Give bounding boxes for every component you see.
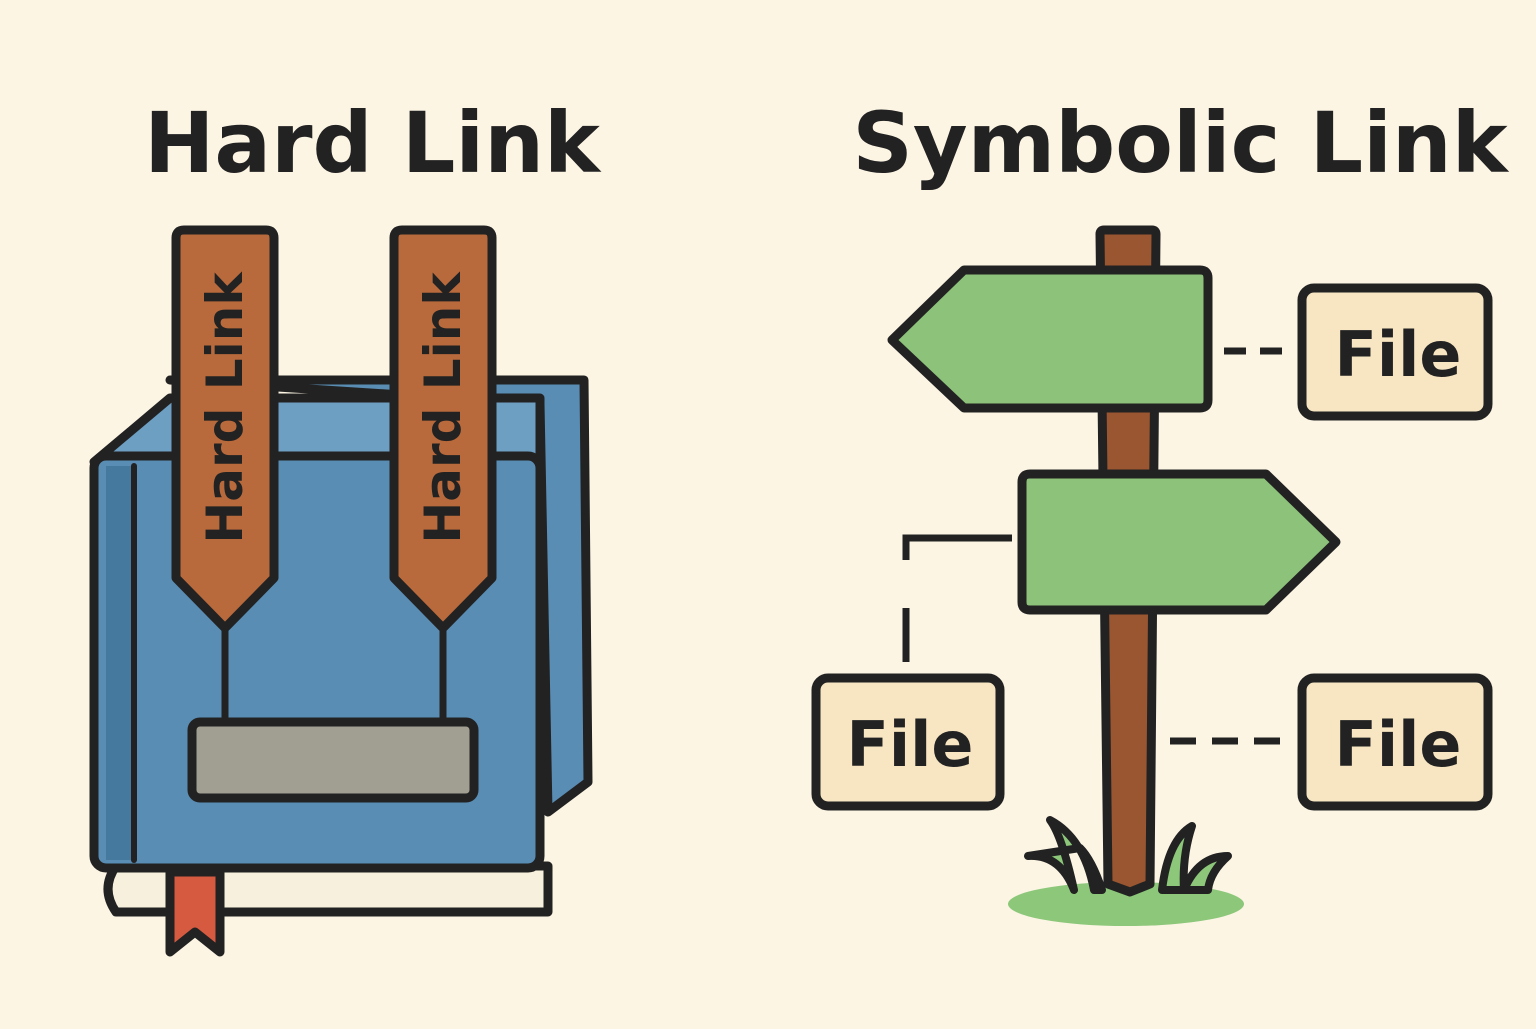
right-pointing-sign: [1017, 469, 1341, 615]
symlink-connectors: [901, 347, 1292, 745]
symbolic-link-panel: Symbolic Link F: [811, 94, 1510, 926]
book-spine: [106, 466, 134, 860]
hard-link-bookmark-1: Hard Link: [171, 225, 279, 633]
inode-label-plate: [187, 717, 479, 803]
hard-link-bookmark-2: Hard Link: [389, 225, 497, 633]
hard-link-panel: Hard Link Hard Link: [89, 94, 602, 957]
bookmark-connectors: [221, 622, 447, 722]
symbolic-link-title: Symbolic Link: [852, 94, 1509, 192]
file-box-top-label: File: [1335, 318, 1462, 391]
hard-link-bookmark-1-label: Hard Link: [196, 271, 254, 544]
file-box-bottom-label: File: [1335, 708, 1462, 781]
ribbon-bookmark: [165, 867, 225, 957]
file-box-left: File: [811, 673, 1005, 811]
file-box-top: File: [1297, 283, 1493, 421]
file-box-left-label: File: [847, 708, 974, 781]
grass-tufts: [1024, 816, 1232, 894]
hard-link-title: Hard Link: [144, 94, 602, 192]
book-icon: [89, 375, 593, 957]
connector-left-file: [902, 534, 1012, 662]
left-pointing-sign: [887, 265, 1213, 413]
file-box-bottom: File: [1297, 673, 1493, 811]
hard-link-bookmark-2-label: Hard Link: [414, 271, 472, 544]
